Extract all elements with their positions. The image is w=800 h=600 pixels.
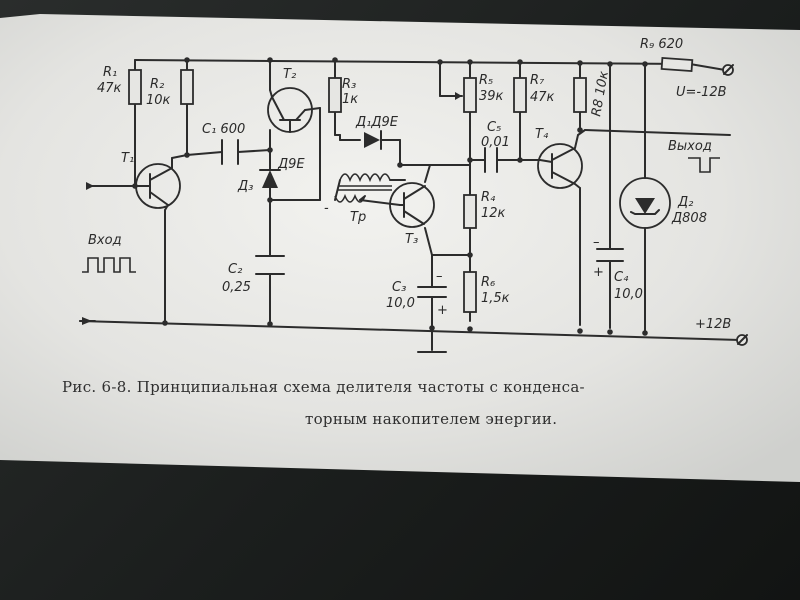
label-r3-value: 1к	[342, 92, 358, 107]
capacitor-c3	[417, 274, 447, 306]
label-c4-value: 10,0	[614, 287, 643, 302]
component-labels: R₁ 47к R₂ 10к T₂ R₃ 1к R₅ 39к R₇ 47к R8 …	[88, 37, 731, 332]
zener-diode-d2	[619, 177, 671, 229]
label-c1: C₁ 600	[202, 122, 245, 137]
capacitor-c2	[255, 255, 285, 275]
wiring	[79, 59, 741, 353]
label-d2: Д₂	[677, 195, 693, 210]
svg-text:+: +	[437, 303, 448, 318]
capacitor-c4	[596, 239, 624, 271]
label-d2-value: Д808	[671, 211, 707, 226]
svg-text:–: –	[593, 235, 600, 250]
resistor-r7	[513, 77, 527, 113]
label-r3: R₃	[342, 77, 356, 92]
resistor-r4	[463, 194, 477, 229]
label-d9e: Д9Е	[277, 157, 305, 172]
transistor-t4	[537, 143, 583, 189]
label-t2: T₂	[283, 67, 296, 82]
label-output: Выход	[668, 139, 712, 154]
label-r6: R₆	[481, 275, 495, 290]
r5-wiper-arrow	[455, 92, 462, 100]
label-c3: C₃	[392, 280, 406, 295]
label-r7-value: 47к	[530, 90, 555, 105]
label-t1: T₁	[121, 151, 134, 166]
output-pulse-icon	[688, 157, 720, 173]
resistor-r1	[128, 69, 142, 105]
label-c3-value: 10,0	[386, 296, 415, 311]
label-r1-value: 47к	[97, 81, 122, 96]
label-r5: R₅	[479, 73, 493, 88]
resistor-r5	[463, 77, 477, 113]
transistor-t2	[267, 87, 313, 133]
label-d3: Д₃	[237, 179, 253, 194]
label-c5: C₅	[487, 120, 501, 135]
diode-d1	[364, 130, 382, 150]
junction-dots	[132, 57, 648, 336]
label-c2-value: 0,25	[222, 280, 251, 295]
label-r9: R₉ 620	[640, 37, 683, 52]
label-minus-sign: -	[324, 201, 329, 216]
figure-caption-line-2: торным накопителем энергии.	[305, 410, 557, 428]
label-supply-voltage: U=-12В	[676, 85, 727, 100]
svg-text:+: +	[593, 265, 604, 280]
input-pulse-icon	[82, 257, 136, 273]
resistor-r8	[573, 77, 587, 113]
input-arrow-2	[86, 182, 94, 190]
label-r2-value: 10к	[146, 93, 171, 108]
diode-d3	[259, 159, 281, 188]
label-t4: T₄	[535, 127, 549, 142]
label-c4: C₄	[614, 270, 629, 285]
label-d1: Д₁Д9Е	[355, 115, 399, 130]
label-r4: R₄	[481, 190, 496, 205]
transistor-t3	[389, 182, 435, 228]
resistor-r3	[328, 77, 342, 113]
svg-text:–: –	[436, 269, 443, 284]
label-r5-value: 39к	[479, 89, 504, 104]
label-c2: C₂	[228, 262, 242, 277]
label-plus-12v: +12В	[695, 317, 731, 332]
label-r1: R₁	[103, 65, 117, 80]
resistor-r2	[180, 69, 194, 105]
resistor-r6	[463, 271, 477, 313]
input-arrow	[82, 317, 92, 325]
transistor-t1	[135, 157, 181, 211]
label-t3: T₃	[405, 232, 418, 247]
label-transformer: Тр	[350, 210, 366, 225]
transformer-tr	[334, 173, 392, 203]
figure-caption-line-1: Рис. 6-8. Принципиальная схема делителя …	[62, 378, 585, 396]
capacitor-c1	[221, 139, 239, 165]
label-c5-value: 0,01	[481, 135, 510, 150]
label-r6-value: 1,5к	[481, 291, 510, 306]
label-r4-value: 12к	[481, 206, 506, 221]
label-r7: R₇	[530, 73, 545, 88]
label-input: Вход	[88, 233, 122, 248]
label-r2: R₂	[150, 77, 164, 92]
resistor-r9	[660, 57, 694, 72]
polarity-marks: – + – +	[436, 235, 604, 318]
capacitor-c5	[484, 147, 498, 173]
